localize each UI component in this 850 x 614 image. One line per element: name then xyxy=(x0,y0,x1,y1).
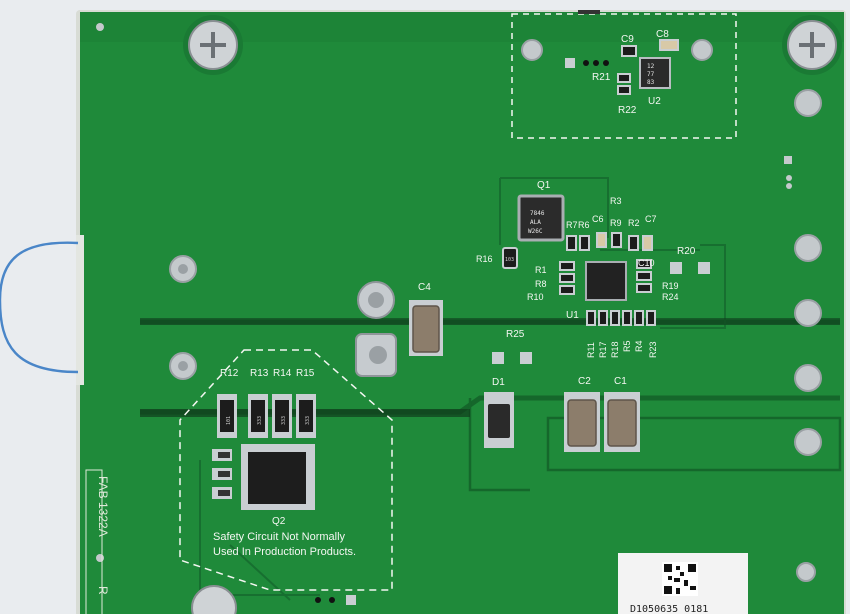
label-c10: C10 xyxy=(638,258,655,268)
label-r3: R3 xyxy=(610,196,622,206)
screw-bottom-left xyxy=(191,585,237,614)
label-r18: R18 xyxy=(610,341,620,358)
q1-chip xyxy=(517,194,565,242)
blue-wire xyxy=(0,241,79,374)
label-r8: R8 xyxy=(535,279,547,289)
label-r9: R9 xyxy=(610,218,622,228)
fab-rev: R xyxy=(96,586,110,595)
safety-note-line1: Safety Circuit Not Normally xyxy=(213,531,346,543)
r25-pad-2 xyxy=(520,352,532,364)
label-c8: C8 xyxy=(656,29,669,40)
label-r20: R20 xyxy=(677,246,696,257)
label-r6: R6 xyxy=(578,220,590,230)
label-r11: R11 xyxy=(586,342,596,358)
label-c4: C4 xyxy=(418,282,431,293)
label-c1: C1 xyxy=(614,376,627,387)
r12-r15-resistors xyxy=(217,394,316,438)
label-u1: U1 xyxy=(566,310,579,321)
fab-label-box xyxy=(85,469,103,614)
label-r4: R4 xyxy=(634,340,644,352)
r20-pads xyxy=(670,262,710,274)
fab-label: FAB 1322A xyxy=(96,476,110,537)
solder-pads-c4-left xyxy=(355,281,397,377)
label-r25: R25 xyxy=(506,329,525,340)
label-r23: R23 xyxy=(648,341,658,358)
barcode-text: D1050635 0181 xyxy=(630,604,708,614)
label-r14: R14 xyxy=(273,368,292,379)
top-tab xyxy=(578,10,600,14)
bottom-vias xyxy=(315,595,356,605)
board-substrate xyxy=(80,12,844,614)
r15-mark: 333 xyxy=(305,416,311,425)
label-q2: Q2 xyxy=(272,516,286,527)
screw-top-left xyxy=(183,15,243,75)
u2-mark-1: 12 xyxy=(647,63,655,70)
label-r16: R16 xyxy=(476,254,493,264)
u1-chip xyxy=(585,261,627,301)
label-r22: R22 xyxy=(618,105,637,116)
r14-mark: 333 xyxy=(281,416,287,425)
q1-mark-3: W26C xyxy=(528,228,543,235)
label-r7: R7 xyxy=(566,220,578,230)
d1-diode xyxy=(488,404,510,438)
label-c7: C7 xyxy=(645,214,657,224)
screw-top-right xyxy=(782,15,842,75)
c1-capacitor xyxy=(607,399,637,447)
label-c9: C9 xyxy=(621,34,634,45)
u2-mark-3: 83 xyxy=(647,79,655,86)
r12-mark: 101 xyxy=(226,416,232,425)
bottom-resistor-labels: R11 R17 R18 R5 R4 R23 xyxy=(586,340,658,358)
safety-note-line2: Used In Production Products. xyxy=(213,546,356,558)
label-r1: R1 xyxy=(535,265,547,275)
label-r15: R15 xyxy=(296,368,315,379)
u2-chip xyxy=(639,57,671,89)
qr-code xyxy=(662,562,698,596)
c2-capacitor xyxy=(567,399,597,447)
q2-package xyxy=(212,444,315,510)
label-r19: R19 xyxy=(662,281,679,291)
r16-mark: 103 xyxy=(505,257,514,263)
left-edge-strip xyxy=(76,235,84,385)
label-r24: R24 xyxy=(662,292,679,302)
label-q1: Q1 xyxy=(537,180,551,191)
label-r10: R10 xyxy=(527,292,544,302)
label-r13: R13 xyxy=(250,368,269,379)
safety-circuit-dashed-box xyxy=(179,349,393,591)
label-r17: R17 xyxy=(598,341,608,358)
copper-pour-band-2 xyxy=(140,318,840,325)
label-r5: R5 xyxy=(622,340,632,352)
label-d1: D1 xyxy=(492,377,505,388)
label-c6: C6 xyxy=(592,214,604,224)
u2-region xyxy=(565,39,679,95)
u2-mark-2: 77 xyxy=(647,71,655,78)
label-c2: C2 xyxy=(578,376,591,387)
label-r21: R21 xyxy=(592,72,611,83)
small-passives-row xyxy=(502,232,656,326)
u2-dashed-box xyxy=(511,13,737,139)
r13-mark: 333 xyxy=(257,416,263,425)
test-pads xyxy=(96,23,822,582)
c4-capacitor xyxy=(412,305,440,353)
label-r12: R12 xyxy=(220,368,239,379)
q1-mark-1: 7846 xyxy=(530,210,545,217)
q1-mark-2: ALA xyxy=(530,219,541,226)
label-u2: U2 xyxy=(648,96,661,107)
label-r2: R2 xyxy=(628,218,640,228)
r25-pad-1 xyxy=(492,352,504,364)
